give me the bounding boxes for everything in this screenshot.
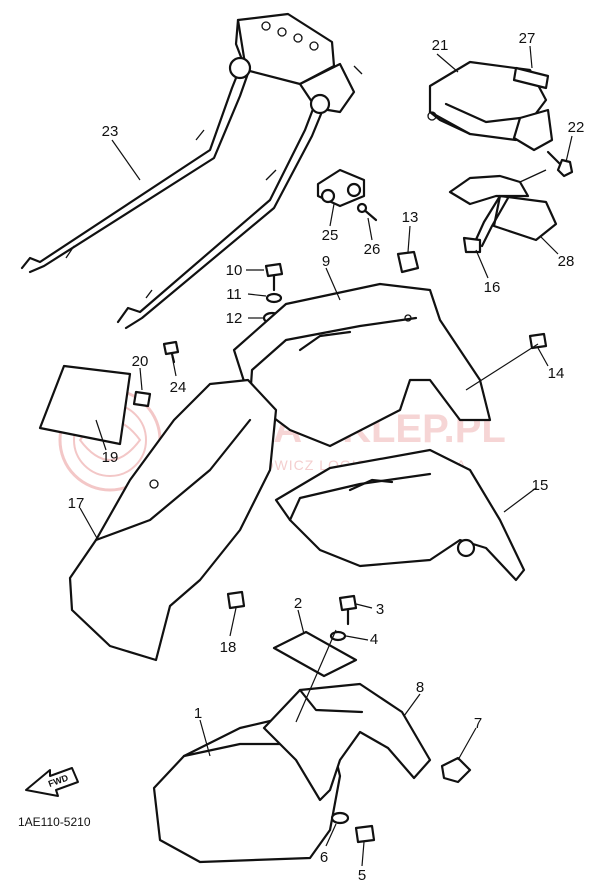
callout-6: 6 bbox=[320, 849, 328, 866]
part-13-grommet bbox=[396, 250, 420, 274]
part-27-label bbox=[512, 66, 550, 90]
callout-16: 16 bbox=[484, 279, 501, 296]
leader-7 bbox=[457, 727, 477, 761]
part-14-bolt bbox=[528, 332, 548, 350]
leader-5 bbox=[361, 841, 365, 867]
leader-4 bbox=[345, 635, 369, 641]
part-17-rear-fender bbox=[68, 378, 278, 662]
callout-17: 17 bbox=[68, 495, 85, 512]
catalog-code: 1AE110-5210 bbox=[18, 815, 91, 829]
leader-3 bbox=[355, 603, 373, 609]
callout-18: 18 bbox=[220, 639, 237, 656]
part-24-screw bbox=[162, 340, 180, 364]
leader-11 bbox=[247, 293, 267, 297]
fwd-arrow: FWD bbox=[25, 767, 79, 797]
callout-20: 20 bbox=[132, 353, 149, 370]
callout-23: 23 bbox=[102, 123, 119, 140]
leader-26 bbox=[367, 217, 373, 241]
callout-2: 2 bbox=[294, 595, 302, 612]
part-8-fender-stay bbox=[262, 682, 432, 802]
leader-24 bbox=[171, 355, 177, 377]
leader-2 bbox=[297, 609, 305, 635]
callout-25: 25 bbox=[322, 227, 339, 244]
part-22-bolt bbox=[546, 150, 574, 178]
leader-14-part bbox=[465, 343, 539, 391]
part-9-inner-fender bbox=[232, 282, 492, 448]
part-16-stay bbox=[448, 169, 547, 254]
leader-28 bbox=[539, 235, 559, 255]
leader-16 bbox=[475, 249, 489, 279]
callout-3: 3 bbox=[376, 601, 384, 618]
callout-14: 14 bbox=[548, 365, 565, 382]
callout-24: 24 bbox=[170, 379, 187, 396]
callout-12: 12 bbox=[226, 310, 243, 327]
callout-10: 10 bbox=[226, 262, 243, 279]
part-3-bolt bbox=[338, 594, 358, 626]
callout-9: 9 bbox=[322, 253, 330, 270]
leader-19 bbox=[95, 419, 107, 451]
leader-22 bbox=[565, 135, 573, 163]
part-19-mudflap bbox=[38, 364, 132, 446]
leader-25 bbox=[329, 203, 335, 227]
part-18-bolt bbox=[226, 590, 246, 610]
callout-15: 15 bbox=[532, 477, 549, 494]
callout-19: 19 bbox=[102, 449, 119, 466]
callout-11: 11 bbox=[226, 286, 242, 303]
callout-27: 27 bbox=[519, 30, 536, 47]
leader-20 bbox=[139, 367, 143, 391]
leader-1 bbox=[199, 719, 211, 757]
callout-5: 5 bbox=[358, 867, 366, 883]
leader-8 bbox=[403, 693, 421, 717]
leader-6 bbox=[325, 823, 337, 847]
leader-21 bbox=[436, 53, 459, 73]
leader-lines bbox=[79, 45, 573, 867]
leader-13 bbox=[407, 225, 411, 253]
leader-27 bbox=[529, 45, 533, 69]
callout-4: 4 bbox=[370, 631, 378, 648]
leader-18 bbox=[229, 607, 237, 637]
part-top-bracket bbox=[228, 12, 363, 115]
part-20-reflector bbox=[132, 390, 152, 408]
callout-26: 26 bbox=[364, 241, 381, 258]
leader-17 bbox=[79, 507, 99, 541]
part-7-nut bbox=[440, 756, 472, 784]
callout-22: 22 bbox=[568, 119, 585, 136]
leader-23 bbox=[111, 139, 141, 181]
part-10-bolt bbox=[264, 262, 284, 292]
part-26-screw bbox=[356, 202, 378, 222]
part-23-seat-frame bbox=[20, 56, 328, 330]
part-11-washer bbox=[265, 292, 283, 304]
leader-9 bbox=[325, 267, 341, 301]
part-15-inner-fender bbox=[274, 448, 526, 582]
callout-21: 21 bbox=[432, 37, 449, 54]
leader-14 bbox=[537, 347, 549, 367]
part-2-plate bbox=[272, 630, 358, 678]
part-28-flap bbox=[492, 194, 558, 242]
callout-8: 8 bbox=[416, 679, 424, 696]
part-6-washer bbox=[330, 811, 350, 825]
leader-15 bbox=[503, 487, 537, 513]
callout-1: 1 bbox=[194, 705, 202, 722]
callouts: 23 21 27 22 28 16 25 26 13 9 10 11 12 14… bbox=[68, 30, 585, 883]
callout-28: 28 bbox=[558, 253, 575, 270]
callout-13: 13 bbox=[402, 209, 419, 226]
callout-7: 7 bbox=[474, 715, 482, 732]
leader-4-stud bbox=[295, 629, 337, 723]
part-25-clamp bbox=[316, 168, 366, 208]
part-5-bolt bbox=[354, 824, 376, 844]
